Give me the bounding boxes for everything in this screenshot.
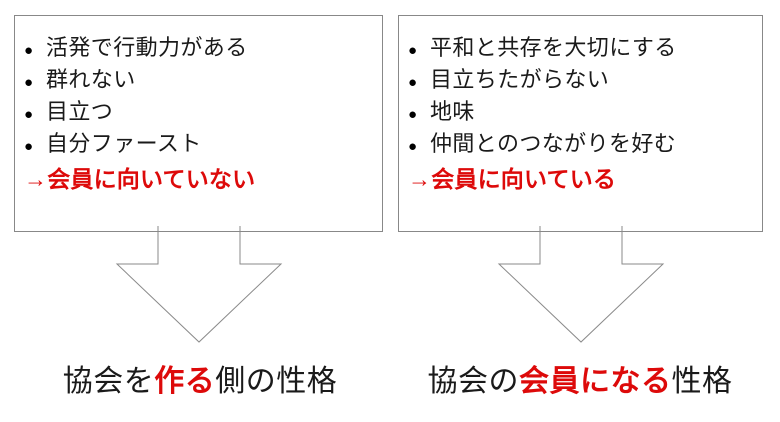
- caption-left-suffix: 側の性格: [215, 365, 338, 398]
- bullet-icon: ●: [24, 106, 34, 123]
- bullet-icon: ●: [408, 42, 418, 59]
- trait-label: 目立つ: [46, 99, 114, 124]
- conclusion-row-left: →会員に向いていない: [24, 162, 378, 196]
- list-item: ● 目立つ: [24, 96, 378, 128]
- down-arrow-icon-left: [110, 226, 290, 351]
- trait-label: 平和と共存を大切にする: [430, 35, 677, 60]
- trait-list-left: ● 活発で行動力がある ● 群れない ● 目立つ ● 自分ファースト →会員に向…: [24, 32, 378, 196]
- bullet-icon: ●: [408, 138, 418, 155]
- list-item: ● 仲間とのつながりを好む: [408, 128, 758, 160]
- trait-list-right: ● 平和と共存を大切にする ● 目立ちたがらない ● 地味 ● 仲間とのつながり…: [408, 32, 758, 196]
- bullet-icon: ●: [24, 138, 34, 155]
- trait-box-right: ● 平和と共存を大切にする ● 目立ちたがらない ● 地味 ● 仲間とのつながり…: [398, 15, 763, 232]
- caption-left-emphasis: 作る: [154, 365, 216, 398]
- list-item: ● 平和と共存を大切にする: [408, 32, 758, 64]
- caption-left-prefix: 協会を: [62, 365, 155, 398]
- caption-right-prefix: 協会の: [427, 365, 519, 398]
- caption-right: 協会の会員になる性格: [400, 360, 760, 404]
- bullet-icon: ●: [24, 74, 34, 91]
- bullet-icon: ●: [24, 42, 34, 59]
- conclusion-label: →会員に向いていない: [24, 166, 256, 192]
- trait-label: 群れない: [46, 67, 136, 92]
- trait-label: 自分ファースト: [46, 131, 202, 156]
- list-item: ● 活発で行動力がある: [24, 32, 378, 64]
- bullet-icon: ●: [408, 74, 418, 91]
- bullet-icon: ●: [408, 106, 418, 123]
- conclusion-row-right: →会員に向いている: [408, 162, 758, 196]
- list-item: ● 地味: [408, 96, 758, 128]
- list-item: ● 目立ちたがらない: [408, 64, 758, 96]
- list-item: ● 群れない: [24, 64, 378, 96]
- trait-label: 目立ちたがらない: [430, 67, 610, 92]
- trait-label: 活発で行動力がある: [46, 35, 248, 60]
- trait-box-left: ● 活発で行動力がある ● 群れない ● 目立つ ● 自分ファースト →会員に向…: [14, 15, 383, 232]
- list-item: ● 自分ファースト: [24, 128, 378, 160]
- trait-label: 地味: [430, 99, 475, 124]
- down-arrow-icon-right: [492, 226, 672, 351]
- trait-label: 仲間とのつながりを好む: [430, 131, 677, 156]
- caption-right-suffix: 性格: [671, 365, 733, 398]
- caption-right-emphasis: 会員になる: [519, 365, 672, 398]
- conclusion-label: →会員に向いている: [408, 166, 617, 192]
- caption-left: 協会を作る側の性格: [20, 360, 380, 404]
